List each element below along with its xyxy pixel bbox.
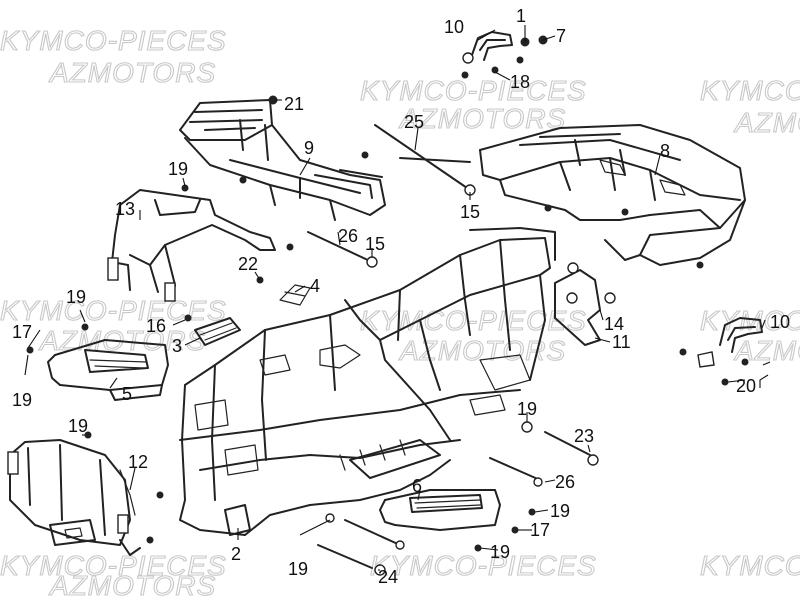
callout-19: 19 [550,501,570,521]
callout-18: 18 [510,72,530,92]
rubber-grip-top-part [462,31,513,64]
callout-4: 4 [310,276,320,296]
callout-11: 11 [612,332,631,352]
callout-19: 19 [288,559,308,579]
callout-15-lower: 15 [365,234,385,254]
callout-12: 12 [128,452,148,472]
watermark-text: KYMCO-PIECES [700,305,800,336]
callout-13: 13 [115,199,135,219]
watermark-text: AZMOTORS [733,107,800,138]
watermark-text: KYMCO-PIECES [0,295,227,326]
callout-26-lower: 26 [555,472,575,492]
callout-19: 19 [12,390,32,410]
callout-10: 10 [444,17,464,37]
rubber-grip-right-part [697,317,763,368]
callout-17: 17 [12,322,32,342]
callout-19: 19 [168,159,188,179]
callout-23: 23 [574,426,594,446]
callout-labels: 1 2 3 4 5 6 7 8 9 10 10 11 12 13 14 15 1… [12,6,790,587]
callout-8: 8 [660,141,670,161]
left-footrest-part [47,339,169,401]
callout-15: 15 [460,202,480,222]
callout-19: 19 [490,542,510,562]
main-frame-part [179,227,556,536]
bracket-plate-part [554,269,601,346]
callout-19: 19 [68,416,88,436]
callout-10-right: 10 [770,312,790,332]
watermark-text: AZMOTORS [48,57,216,88]
callout-25: 25 [404,112,424,132]
callout-1: 1 [516,6,526,26]
watermark-layer: KYMCO-PIECES AZMOTORS KYMCO-PIECES AZMOT… [0,24,800,600]
watermark-text: KYMCO-PIECES [360,75,587,106]
callout-9: 9 [304,138,314,158]
right-footrest-part [379,489,501,531]
long-bolts-part [307,124,591,569]
front-bumper-part [7,439,141,556]
rear-grab-handle-part [107,189,276,302]
front-carrier-part [479,124,746,266]
callout-20: 20 [736,376,756,396]
callout-3: 3 [172,336,182,356]
callout-26: 26 [338,226,358,246]
watermark-text: KYMCO-PIECES [700,75,800,106]
callout-7: 7 [556,26,566,46]
callout-17-lower: 17 [530,520,550,540]
watermark-text: KYMCO-PIECES [0,25,227,56]
callout-19: 19 [66,287,86,307]
callout-5: 5 [122,384,132,404]
callout-19: 19 [517,399,537,419]
leader-lines [24,25,771,571]
callout-14: 14 [604,314,624,334]
watermark-text: KYMCO-PIECES [700,550,800,581]
callout-21: 21 [284,94,304,114]
callout-6: 6 [412,476,422,496]
callout-16: 16 [146,316,166,336]
watermark-text: AZMOTORS [48,570,216,600]
watermark-text: AZMOTORS [398,103,566,134]
brackets-part [194,284,311,346]
callout-22: 22 [238,254,258,274]
callout-24: 24 [378,567,398,587]
watermark-text: KYMCO-PIECES [360,305,587,336]
callout-2: 2 [231,544,241,564]
watermark-text: KYMCO-PIECES [0,550,227,581]
watermark-text: KYMCO-PIECES [370,550,597,581]
rear-carrier-part [179,99,386,221]
